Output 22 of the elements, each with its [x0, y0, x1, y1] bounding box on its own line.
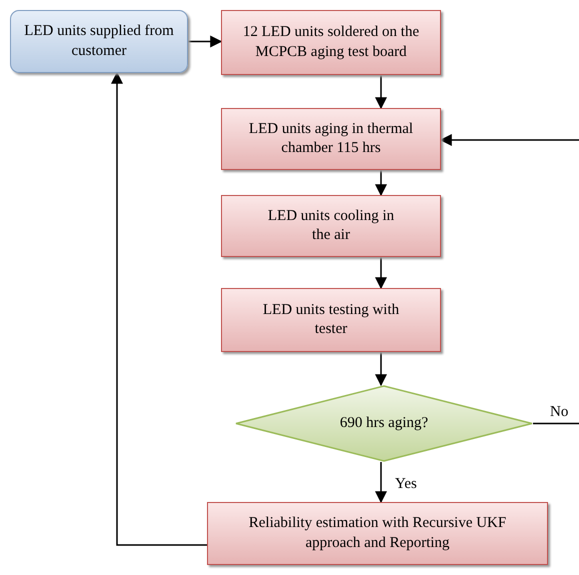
decision-diamond: [235, 385, 533, 462]
node-text: Reliability estimation with Recursive UKF approach and Reporting: [248, 514, 508, 552]
arrow: [375, 352, 387, 386]
node-text: 12 LED units soldered on the MCPCB aging test board: [242, 23, 420, 62]
node-text: LED units cooling in the air: [266, 206, 396, 245]
arrow: [440, 134, 579, 146]
arrow: [375, 75, 387, 110]
node-text: LED units testing with tester: [262, 300, 400, 339]
arrow: [188, 36, 222, 48]
node-text: LED units aging in thermal chamber 115 hrs: [248, 120, 414, 158]
process-box: [207, 502, 548, 565]
arrow: [375, 462, 387, 504]
process-box: [221, 195, 441, 257]
process-box: [221, 108, 441, 170]
process-box: [221, 10, 441, 75]
arrow: [375, 170, 387, 196]
node-text: LED units supplied from customer: [23, 22, 175, 60]
node-text: 690 hrs aging?: [338, 414, 430, 433]
arrow: [375, 257, 387, 290]
start-box: [10, 10, 188, 73]
process-box: [221, 288, 441, 352]
arrow: [111, 72, 207, 546]
